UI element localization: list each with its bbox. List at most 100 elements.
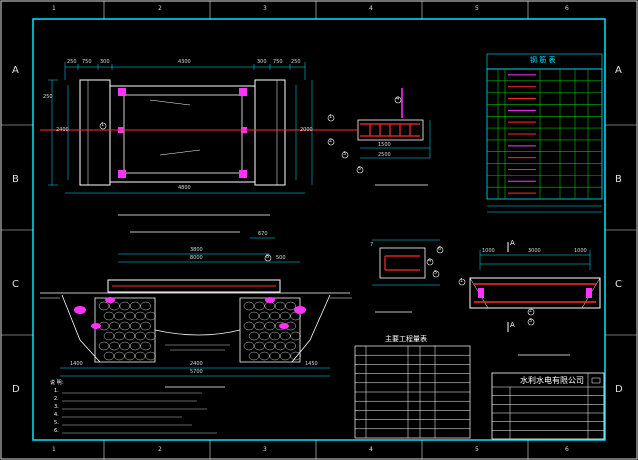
plan-dim-1: 250	[67, 59, 77, 65]
masonry-stone-left	[140, 301, 151, 311]
row-label-d-right: D	[615, 384, 623, 395]
masonry-stone-right	[243, 321, 255, 331]
detail-b	[458, 242, 601, 356]
notes-heading: 说 明：	[50, 380, 67, 386]
col-label-bottom-4: 4	[369, 446, 373, 453]
plan-dim-5: 300	[257, 59, 267, 65]
masonry-stone-left	[114, 351, 125, 361]
masonry-stone-left	[140, 321, 151, 331]
masonry-stone-left	[145, 331, 156, 341]
note-2: 2.	[54, 396, 59, 402]
section-dim-4: 8000	[190, 255, 203, 261]
note-1: 1.	[54, 388, 59, 394]
detail-b-dim-2: 3000	[528, 248, 541, 254]
section-marker: 8	[266, 254, 270, 260]
col-label-1: 1	[52, 5, 56, 12]
masonry-stone-left	[124, 331, 136, 341]
row-label-b: B	[12, 174, 19, 185]
masonry-stone-left	[129, 301, 141, 311]
masonry-stone-right	[248, 311, 260, 321]
row-label-b-right: B	[615, 174, 622, 185]
masonry-stone-left	[114, 311, 125, 321]
masonry-stone-right	[269, 311, 281, 321]
masonry-stone-right	[279, 311, 291, 321]
row-label-a: A	[12, 65, 19, 76]
section-dim-bottom-3: 1450	[305, 361, 318, 367]
masonry-stone-right	[254, 301, 265, 311]
note-3: 3.	[54, 404, 59, 410]
col-label-4: 4	[369, 5, 373, 12]
detail-a-marker-4: 7	[370, 242, 374, 248]
rebar-marker-1: 1	[329, 114, 333, 120]
col-label-bottom-1: 1	[52, 446, 56, 453]
plan-dim-2: 750	[82, 59, 92, 65]
note-5: 5.	[54, 420, 59, 426]
rebar-dim-2: 2500	[378, 152, 391, 158]
masonry-stone-right	[269, 331, 281, 341]
masonry-stone-left	[119, 341, 131, 351]
detail-a-marker-3: 6	[438, 246, 442, 252]
masonry-stone-right	[290, 351, 301, 361]
masonry-stone-right	[264, 321, 276, 331]
detail-b-section-mark-bottom: A	[510, 321, 515, 329]
col-label-5: 5	[475, 5, 479, 12]
rebar-marker-3: 3	[343, 151, 347, 157]
row-label-a-right: A	[615, 65, 622, 76]
plan-dim-4: 4300	[178, 59, 191, 65]
masonry-stone-left	[134, 311, 146, 321]
inner-border	[32, 18, 606, 441]
masonry-stone-left	[109, 341, 120, 351]
rebar-detail	[327, 88, 431, 186]
col-label-bottom-5: 5	[475, 446, 479, 453]
col-label-bottom-3: 3	[263, 446, 267, 453]
masonry-stone-right	[290, 331, 301, 341]
masonry-stone-right	[274, 301, 286, 311]
section-dim-1: 3800	[190, 247, 203, 253]
masonry-stone-right	[279, 351, 291, 361]
section-dim-3: 500	[276, 255, 286, 261]
plan-dim-3: 300	[100, 59, 110, 65]
masonry-stone-left	[119, 301, 131, 311]
masonry-stone-right	[248, 351, 260, 361]
masonry-stone-right	[254, 321, 265, 331]
col-label-6: 6	[565, 5, 569, 12]
rebar-marker-4: 4	[396, 96, 400, 102]
plan-section-mark: 1	[101, 122, 105, 128]
col-label-bottom-2: 2	[158, 446, 162, 453]
masonry-stone-left	[103, 311, 115, 321]
rebar-dim-1: 1500	[378, 142, 391, 148]
detail-a-marker-1: 4	[428, 258, 432, 264]
masonry-stone-right	[259, 311, 270, 321]
masonry-stone-left	[109, 301, 120, 311]
plan-dim-left-3: 2000	[300, 127, 313, 133]
detail-a-marker-2: 5	[434, 270, 438, 276]
masonry-stone-left	[129, 341, 141, 351]
plan-view	[40, 62, 352, 233]
masonry-stone-right	[248, 331, 260, 341]
masonry-stone-left	[134, 331, 146, 341]
quantity-table-grid	[354, 345, 471, 439]
masonry-stone-left	[103, 351, 115, 361]
rebar-table-title: 钢 筋 表	[530, 56, 556, 64]
title-block-company: 水利水电有限公司	[520, 376, 584, 385]
masonry-stone-left	[103, 331, 115, 341]
masonry-stone-left	[124, 311, 136, 321]
masonry-stone-right	[285, 341, 296, 351]
row-label-d: D	[12, 384, 20, 395]
detail-b-section-mark-top: A	[510, 239, 515, 247]
detail-b-marker-2: 2	[529, 308, 533, 314]
detail-a	[372, 239, 444, 313]
masonry-stone-left	[124, 351, 136, 361]
detail-b-dim-1: 1000	[482, 248, 495, 254]
masonry-stone-left	[119, 321, 131, 331]
plan-dim-left-2: 2400	[56, 127, 69, 133]
col-label-3: 3	[263, 5, 267, 12]
masonry-stone-left	[134, 351, 146, 361]
row-label-c: C	[12, 279, 19, 290]
section-dim-bottom-1: 1400	[70, 361, 83, 367]
masonry-stone-left	[114, 331, 125, 341]
plan-dim-6: 750	[273, 59, 283, 65]
plan-dim-bottom: 4800	[178, 185, 191, 191]
